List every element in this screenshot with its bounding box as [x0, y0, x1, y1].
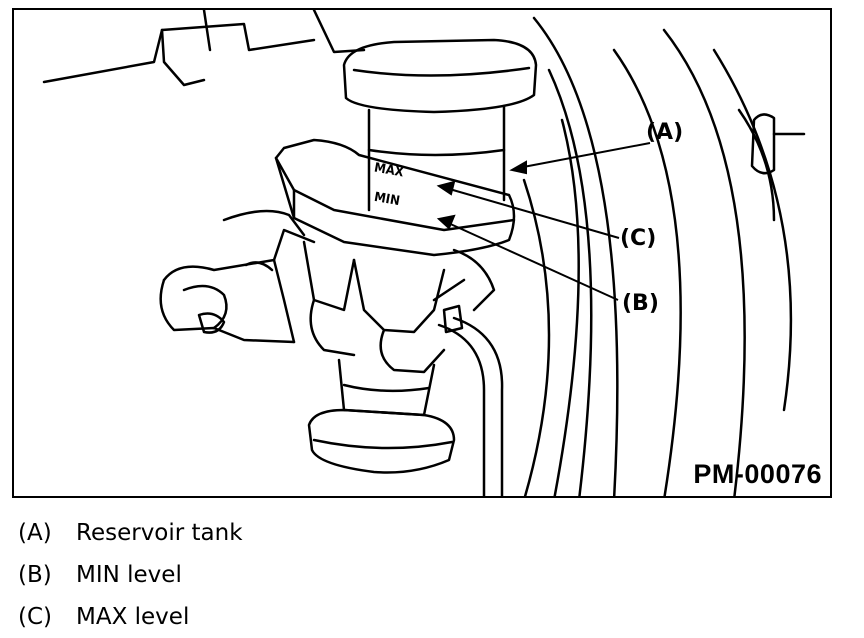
legend-key: (C): [18, 604, 53, 630]
master-cylinder-illustration: [42, 10, 806, 496]
legend-item: (A) Reservoir tank: [18, 512, 243, 554]
diagram-figure: MAX MIN (A) (C) (B) PM-00076: [12, 8, 832, 498]
legend-item: (C) MAX level: [18, 596, 243, 638]
callout-a: (A): [646, 120, 684, 145]
legend-key: (B): [18, 562, 52, 588]
legend-key: (A): [18, 520, 52, 546]
legend-text: MIN level: [76, 562, 182, 588]
legend: (A) Reservoir tank (B) MIN level (C) MAX…: [18, 512, 243, 638]
callout-c: (C): [620, 226, 657, 251]
figure-id-label: PM-00076: [693, 459, 822, 489]
legend-text: MAX level: [76, 604, 190, 630]
callout-b: (B): [622, 291, 659, 316]
legend-text: Reservoir tank: [76, 520, 243, 546]
legend-item: (B) MIN level: [18, 554, 243, 596]
